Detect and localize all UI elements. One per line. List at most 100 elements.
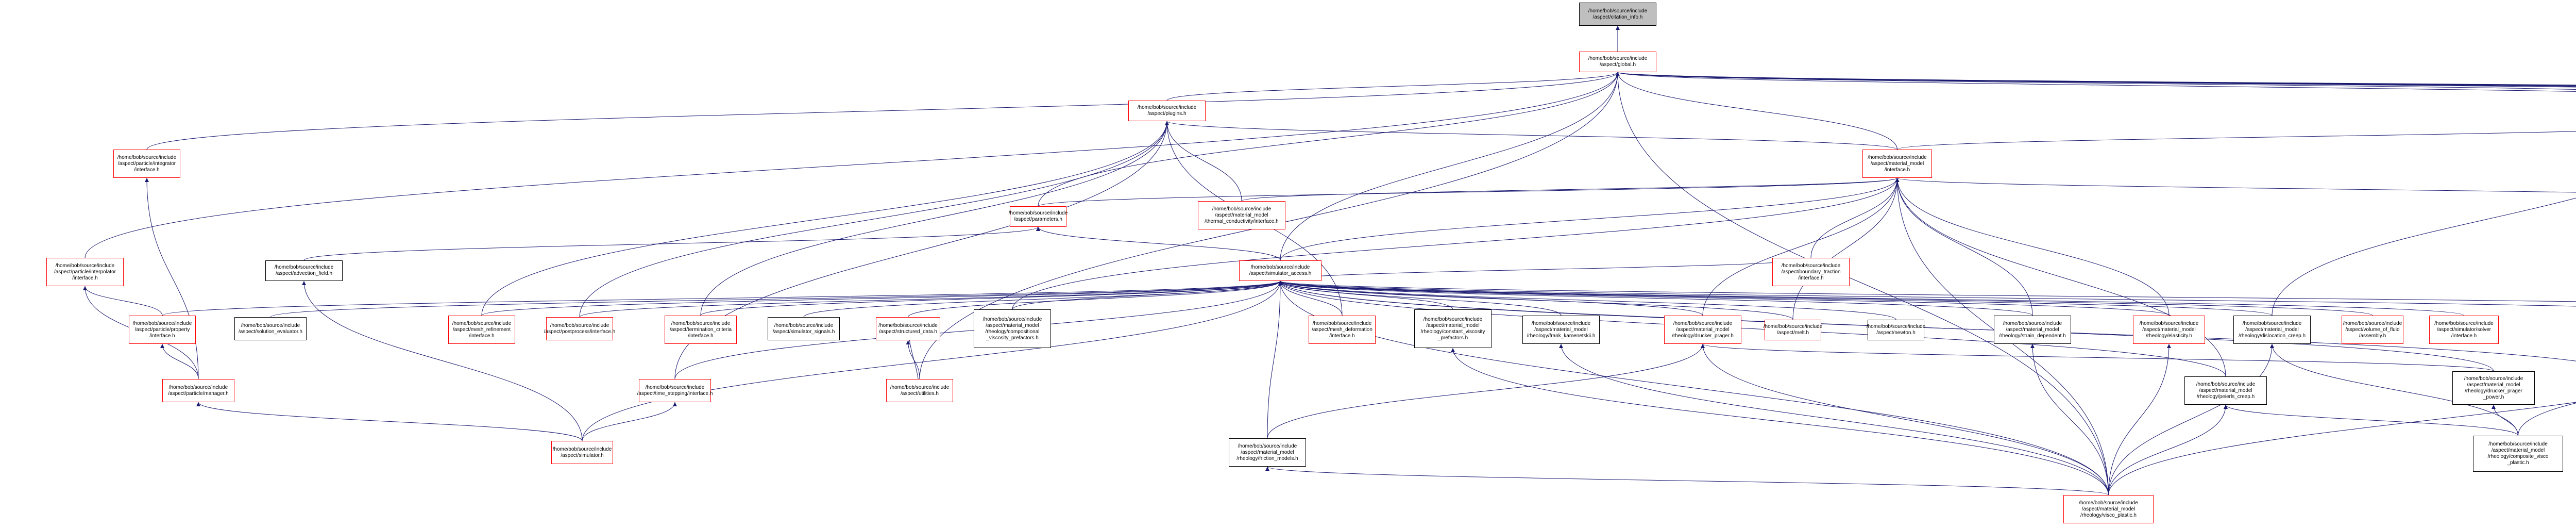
edge-thermal-conductivity-to-mm-interface xyxy=(1241,177,1900,202)
graph-node-drucker-prager[interactable]: /home/bob/source/include /aspect/materia… xyxy=(1664,316,1741,344)
edge-parameters-to-mm-interface xyxy=(1038,177,1900,207)
edge-boundary-traction-to-simulator-access xyxy=(1278,257,1811,282)
edge-interpolator-interface-to-global xyxy=(84,72,1620,258)
graph-node-parameters[interactable]: /home/bob/source/include /aspect/paramet… xyxy=(1009,206,1067,227)
edge-dislocation-creep-to-simulator-access xyxy=(1278,280,2273,316)
edge-diffusion-creep-to-simulator-access xyxy=(1278,280,2576,307)
graph-node-integrator-interface[interactable]: /home/bob/source/include /aspect/particl… xyxy=(113,150,180,178)
edge-time-stepping-to-plugins xyxy=(674,121,1169,380)
edge-newton-to-simulator-access xyxy=(1278,280,1896,320)
edge-peierls-creep-to-mm-interface xyxy=(1895,177,2226,377)
graph-node-elasticity[interactable]: /home/bob/source/include /aspect/materia… xyxy=(2133,316,2205,344)
graph-node-strain-dependent[interactable]: /home/bob/source/include /aspect/materia… xyxy=(1994,316,2071,344)
graph-node-mesh-refinement[interactable]: /home/bob/source/include /aspect/mesh_re… xyxy=(448,316,515,344)
edge-elasticity-to-simulator-access xyxy=(1278,280,2170,316)
edge-drucker-prager-to-mm-interface xyxy=(1702,177,1900,316)
edge-advection-field-to-parameters xyxy=(303,226,1040,261)
graph-node-particle-manager[interactable]: /home/bob/source/include /aspect/particl… xyxy=(162,379,234,402)
graph-node-structured-data[interactable]: /home/bob/source/include /aspect/structu… xyxy=(876,317,940,340)
edge-visco-plastic-to-frank-kamenetskii xyxy=(1559,343,2109,496)
edge-structured-data-to-simulator-access xyxy=(908,280,1282,318)
edge-parameters-to-global xyxy=(1038,72,1620,207)
edge-property-interface-to-interpolator-interface xyxy=(83,286,163,316)
edge-elasticity-to-mm-interface xyxy=(1895,177,2170,316)
edge-visco-plastic-to-friction-models xyxy=(1265,466,2109,496)
edge-solver-interface-to-simulator-access xyxy=(1278,280,2464,316)
graph-node-advection-field[interactable]: /home/bob/source/include /aspect/advecti… xyxy=(265,260,343,281)
edge-eos-interface-to-mm-interface xyxy=(1895,177,2576,193)
edge-drucker-prager-power-to-drucker-prager xyxy=(1701,343,2494,372)
edge-simulator-access-to-global xyxy=(1280,72,1620,261)
edge-solution-evaluator-to-simulator-access xyxy=(270,280,1282,318)
edge-visco-plastic-to-drucker-prager xyxy=(1701,343,2109,496)
edge-peierls-creep-to-simulator-access xyxy=(1278,280,2226,377)
edge-termination-criteria-to-plugins xyxy=(700,121,1169,316)
graph-node-interpolator-interface[interactable]: /home/bob/source/include /aspect/particl… xyxy=(46,258,124,286)
graph-node-solver-interface[interactable]: /home/bob/source/include /aspect/simulat… xyxy=(2429,316,2499,344)
edge-composite-visco-plastic-to-peierls-creep xyxy=(2224,404,2518,436)
graph-node-newton[interactable]: /home/bob/source/include /aspect/newton.… xyxy=(1867,320,1925,340)
edge-mm-interface-to-mm-utilities xyxy=(1897,131,2576,150)
edge-particle-manager-to-integrator-interface xyxy=(145,177,199,380)
edge-termination-criteria-to-simulator-access xyxy=(700,280,1282,316)
edge-visco-plastic-to-diffusion-creep xyxy=(2108,402,2576,496)
graph-node-simulator-signals[interactable]: /home/bob/source/include /aspect/simulat… xyxy=(768,317,840,340)
edge-simulator-to-particle-manager xyxy=(196,402,583,441)
edge-composite-visco-plastic-to-drucker-prager-power xyxy=(2492,404,2518,436)
graph-node-visco-plastic[interactable]: /home/bob/source/include /aspect/materia… xyxy=(2063,495,2154,523)
graph-node-citation-info[interactable]: /home/bob/source/include /aspect/citatio… xyxy=(1579,3,1656,26)
edge-friction-models-to-drucker-prager xyxy=(1267,343,1705,439)
graph-node-dislocation-creep[interactable]: /home/bob/source/include /aspect/materia… xyxy=(2233,316,2311,344)
edge-integrator-interface-to-global xyxy=(146,72,1620,150)
edge-simulator-access-to-parameters xyxy=(1036,226,1281,261)
graph-node-termination-criteria[interactable]: /home/bob/source/include /aspect/termina… xyxy=(665,316,737,344)
graph-node-utilities[interactable]: /home/bob/source/include /aspect/utiliti… xyxy=(886,379,953,402)
edge-simulator-to-advection-field xyxy=(302,280,583,441)
edge-composite-visco-plastic-to-diffusion-creep xyxy=(2518,403,2576,436)
graph-node-simulator-access[interactable]: /home/bob/source/include /aspect/simulat… xyxy=(1239,260,1321,281)
graph-node-composite-visco-plastic[interactable]: /home/bob/source/include /aspect/materia… xyxy=(2473,436,2563,472)
edge-mesh-refinement-to-simulator-access xyxy=(481,280,1282,316)
edge-visco-plastic-to-dislocation-creep xyxy=(2108,343,2274,496)
graph-node-solution-evaluator[interactable]: /home/bob/source/include /aspect/solutio… xyxy=(234,317,307,340)
graph-node-melt[interactable]: /home/bob/source/include /aspect/melt.h xyxy=(1764,320,1822,340)
edge-strain-dependent-to-simulator-access xyxy=(1278,280,2033,316)
graph-node-friction-models[interactable]: /home/bob/source/include /aspect/materia… xyxy=(1229,438,1306,467)
edge-mesh-deformation-to-simulator-access xyxy=(1278,280,1343,316)
graph-node-mesh-deformation[interactable]: /home/bob/source/include /aspect/mesh_de… xyxy=(1309,316,1376,344)
graph-node-const-visc-prefactors[interactable]: /home/bob/source/include /aspect/materia… xyxy=(1414,309,1492,348)
edge-boundary-traction-to-mm-interface xyxy=(1810,177,1900,258)
graph-node-time-stepping[interactable]: /home/bob/source/include /aspect/time_st… xyxy=(637,379,713,402)
edge-vof-assembly-to-simulator-access xyxy=(1278,280,2373,316)
edge-visco-plastic-to-simulator-access xyxy=(1278,280,2109,496)
edge-comp-visc-prefactors-to-mm-interface xyxy=(1012,177,1900,310)
edge-visco-plastic-to-strain-dependent xyxy=(2030,343,2109,496)
graph-node-thermal-conductivity[interactable]: /home/bob/source/include /aspect/materia… xyxy=(1198,201,1285,229)
edge-utilities-to-structured-data xyxy=(906,340,920,380)
graph-node-postprocess[interactable]: /home/bob/source/include /aspect/postpro… xyxy=(544,317,615,340)
edge-melt-to-simulator-access xyxy=(1278,280,1793,320)
edge-fe-variable-collection-to-global xyxy=(1616,72,2576,92)
edge-friction-models-to-simulator-access xyxy=(1267,280,1282,439)
edge-property-interface-to-simulator-access xyxy=(162,280,1282,316)
edge-mm-interface-to-plugins xyxy=(1165,121,1897,150)
edge-composite-visco-plastic-to-dislocation-creep xyxy=(2270,343,2518,436)
graph-node-mm-interface[interactable]: /home/bob/source/include /aspect/materia… xyxy=(1862,150,1932,178)
graph-node-plugins[interactable]: /home/bob/source/include /aspect/plugins… xyxy=(1128,101,1206,121)
graph-node-vof-assembly[interactable]: /home/bob/source/include /aspect/volume_… xyxy=(2342,316,2403,344)
edge-visco-plastic-to-global xyxy=(1616,72,2109,496)
edge-grain-boundary-sliding-to-simulator-access xyxy=(1278,280,2576,302)
graph-node-comp-visc-prefactors[interactable]: /home/bob/source/include /aspect/materia… xyxy=(974,309,1051,348)
graph-node-drucker-prager-power[interactable]: /home/bob/source/include /aspect/materia… xyxy=(2452,371,2535,405)
graph-node-peierls-creep[interactable]: /home/bob/source/include /aspect/materia… xyxy=(2184,376,2267,405)
edge-melt-to-mm-interface xyxy=(1792,177,1900,320)
graph-node-boundary-traction[interactable]: /home/bob/source/include /aspect/boundar… xyxy=(1772,258,1850,286)
graph-node-global[interactable]: /home/bob/source/include /aspect/global.… xyxy=(1579,52,1656,72)
edge-visco-plastic-to-const-visc-prefactors xyxy=(1451,348,2109,496)
edge-simulator-to-simulator-access xyxy=(582,280,1282,441)
graph-node-property-interface[interactable]: /home/bob/source/include /aspect/particl… xyxy=(129,316,196,344)
graph-node-simulator[interactable]: /home/bob/source/include /aspect/simulat… xyxy=(551,441,613,464)
graph-node-frank-kamenetskii[interactable]: /home/bob/source/include /aspect/materia… xyxy=(1522,316,1600,344)
edge-frank-kamenetskii-to-simulator-access xyxy=(1278,280,1562,316)
edge-postprocess-to-simulator-access xyxy=(579,280,1282,318)
